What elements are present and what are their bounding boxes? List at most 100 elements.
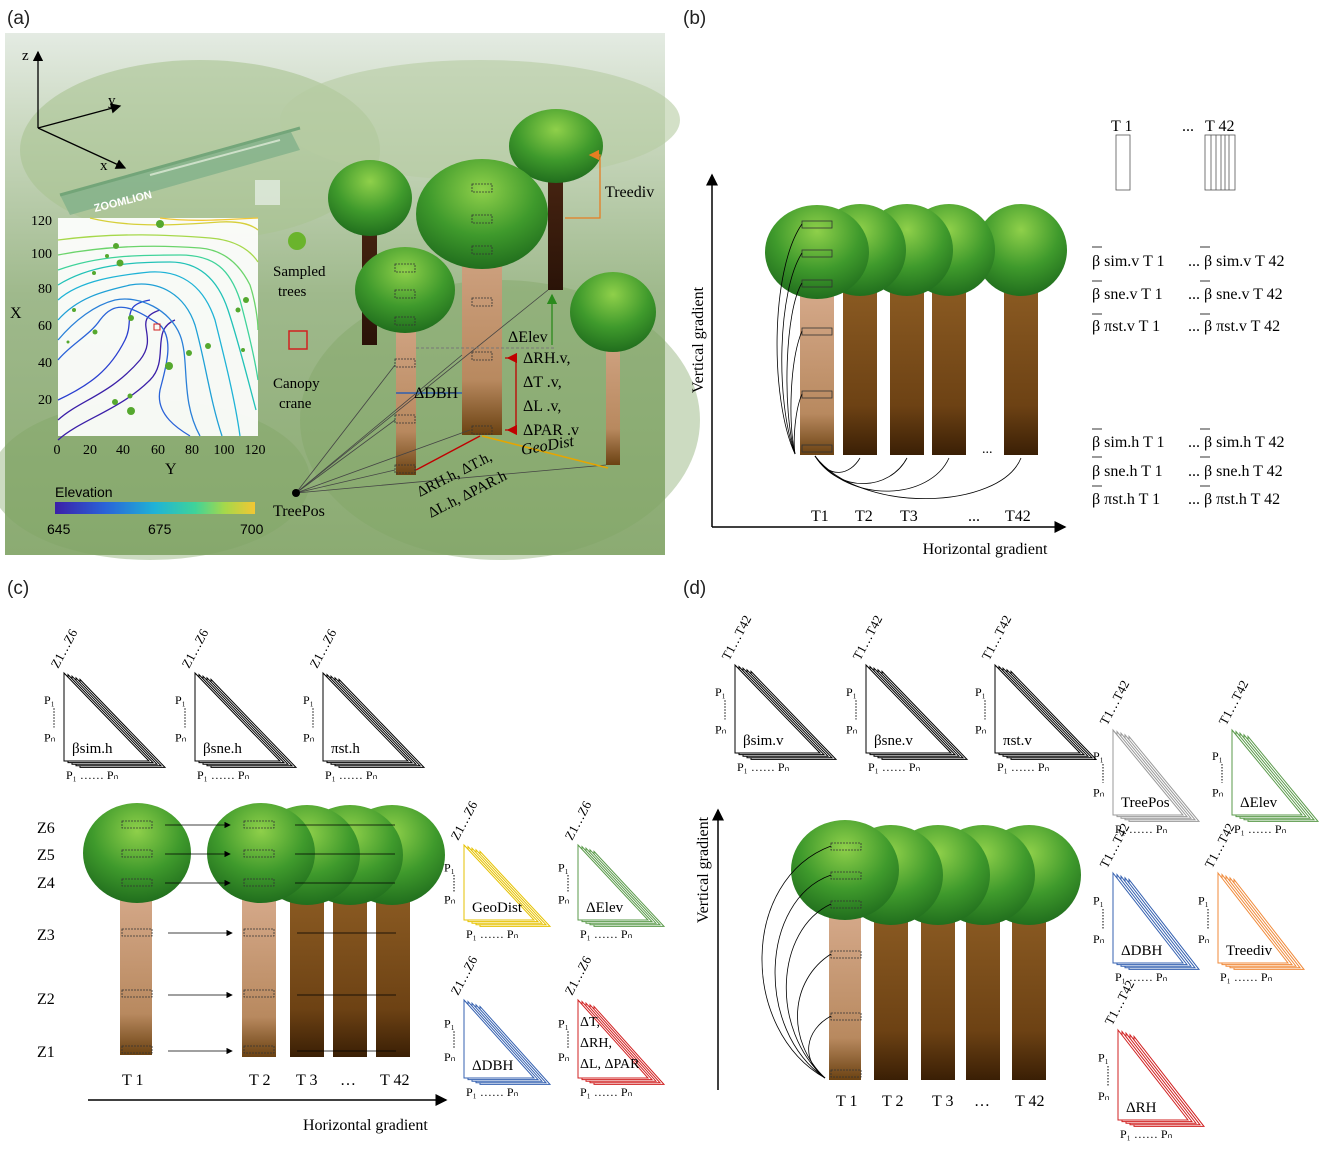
c-matrix-multi-axis-top: Z1…Z6 <box>561 953 594 997</box>
d-matrix-ddbh-p1: P₁ <box>1093 894 1104 908</box>
c-trees <box>83 803 445 1057</box>
b-label-t3: T3 <box>900 508 918 525</box>
panel-a: ZOOMLION z y x <box>0 33 700 560</box>
d-matrix-treepos-pn: Pₙ <box>1093 785 1105 799</box>
d-matrix-treepos-label: TreePos <box>1121 795 1170 811</box>
canopy-crane-marker <box>288 330 308 350</box>
b-top-t1: T 1 <box>1111 118 1132 135</box>
xyz-axes <box>32 50 127 169</box>
axis-z-label: z <box>22 48 29 64</box>
label-drh-v: ΔRH.v, <box>523 350 570 367</box>
c-matrix-multi-pbottom: P₁ …… Pₙ <box>580 1085 633 1099</box>
b-label-ellipsis: ... <box>968 508 980 525</box>
tick-y-60: 60 <box>151 443 165 458</box>
c-matrix-beta-sim-h-pn: Pₙ <box>44 731 56 745</box>
label-vertical-diffs: ΔRH.v, ΔT .v, ΔL .v, ΔPAR .v <box>523 350 579 439</box>
tick-x-120: 120 <box>31 214 52 229</box>
b-label-t1: T1 <box>811 508 829 525</box>
d-tree-labels: T 1 T 2 T 3 … T 42 <box>836 1093 1044 1110</box>
d-matrix-beta-sim-v-label: βsim.v <box>743 733 784 749</box>
c-label-t1: T 1 <box>122 1072 143 1089</box>
d-matrix-treediv-label: Treediv <box>1226 943 1273 959</box>
d-vertical-arcs <box>761 845 832 1079</box>
d-matrix-beta-sim-v-pn: Pₙ <box>715 723 727 737</box>
tree-a-right <box>570 272 656 465</box>
b-top-ellipsis: ... <box>1182 118 1194 135</box>
geodist-line <box>481 435 609 469</box>
d-matrix-treediv-pn: Pₙ <box>1198 932 1210 946</box>
tick-x-60: 60 <box>38 319 52 334</box>
d-matrix-treediv-pbottom: P₁ …… Pₙ <box>1220 970 1273 984</box>
c-label-t2: T 2 <box>249 1072 270 1089</box>
legend-sampled-line2: trees <box>278 284 306 300</box>
map-x-axis-label: X <box>10 305 22 322</box>
map-x-ticks: 120 100 80 60 40 20 <box>31 214 52 408</box>
tree-a-main <box>416 159 548 435</box>
d-matrix-delev-pbottom: P₁ …… Pₙ <box>1234 822 1287 836</box>
c-matrix-ddbh-pn: Pₙ <box>444 1050 456 1064</box>
contour-map <box>57 217 259 441</box>
c-matrix-beta-sne-h-label: βsne.h <box>203 741 242 757</box>
treepos-lines <box>295 289 607 494</box>
b-t42-tables <box>1204 134 1236 191</box>
d-matrix-beta-sne-v-p1: P₁ <box>846 685 857 699</box>
c-matrix-multi-pn: Pₙ <box>558 1050 570 1064</box>
b-vertical-axis-label: Vertical gradient <box>690 286 707 393</box>
d-label-t3: T 3 <box>932 1093 953 1110</box>
c-matrix-ddbh-axis-top: Z1…Z6 <box>447 953 480 997</box>
d-matrix-drh-pbottom: P₁ …… Pₙ <box>1120 1127 1173 1141</box>
c-matrix-delev-pn: Pₙ <box>558 893 570 907</box>
d-matrix-beta-sne-v-pn: Pₙ <box>846 723 858 737</box>
d-label-ellipsis: … <box>974 1093 990 1110</box>
b-beta-sim-h-t1: β sim.h T 1 <box>1092 434 1164 451</box>
c-label-t42: T 42 <box>380 1072 409 1089</box>
c-matrix-ddbh-label: ΔDBH <box>472 1058 513 1074</box>
b-label-t2: T2 <box>855 508 873 525</box>
panel-label-a: (a) <box>7 8 31 29</box>
c-horizontal-arrows <box>165 821 396 1055</box>
b-t1-table <box>1115 134 1131 191</box>
b-x-labels: T1 T2 T3 ... T42 <box>811 508 1031 525</box>
c-label-z3: Z3 <box>37 927 55 944</box>
c-matrix-multi-line3: ΔL, ΔPAR <box>580 1057 640 1072</box>
label-dpar-v: ΔPAR .v <box>523 422 579 439</box>
c-matrix-multi-p1: P₁ <box>558 1016 569 1030</box>
d-vertical-axis-label: Vertical gradient <box>695 816 712 923</box>
c-matrix-delev-axis-top: Z1…Z6 <box>561 798 594 842</box>
d-matrix-beta-sim-v-p1: P₁ <box>715 685 726 699</box>
label-ddbh: ΔDBH <box>414 385 459 402</box>
c-label-z2: Z2 <box>37 991 55 1008</box>
d-matrix-drh-p1: P₁ <box>1098 1051 1109 1065</box>
d-matrix-ddbh-pbottom: P₁ …… Pₙ <box>1115 970 1168 984</box>
tick-y-120: 120 <box>245 443 266 458</box>
panel-label-c: (c) <box>7 578 30 599</box>
b-beta-sne-h-t1: β sne.h T 1 <box>1092 463 1163 480</box>
elevation-min: 645 <box>47 521 71 537</box>
panel-b: Vertical gradient Horizontal gradient <box>690 118 1284 558</box>
d-trees <box>791 820 1081 1080</box>
c-matrix-beta-sne-h-p1: P₁ <box>175 693 186 707</box>
c-matrix-pst-h-pn: Pₙ <box>303 731 315 745</box>
horizontal-diff-line <box>415 435 481 471</box>
b-beta-sim-v-t42: ... β sim.v T 42 <box>1188 253 1284 270</box>
label-dt-v: ΔT .v, <box>523 374 562 391</box>
c-label-z5: Z5 <box>37 847 55 864</box>
d-matrix-beta-sne-v-pbottom: P₁ …… Pₙ <box>868 760 921 774</box>
d-matrix-pst-v-pn: Pₙ <box>975 723 987 737</box>
c-matrix-pst-h-label: πst.h <box>331 741 360 757</box>
label-delev: ΔElev <box>508 329 548 346</box>
tick-y-0: 0 <box>54 443 61 458</box>
label-treediv: Treediv <box>605 184 654 201</box>
b-label-t42: T42 <box>1005 508 1031 525</box>
b-horizontal-axis-label: Horizontal gradient <box>923 541 1048 558</box>
c-matrix-pst-h-p1: P₁ <box>303 693 314 707</box>
c-matrix-ddbh-p1: P₁ <box>444 1016 455 1030</box>
b-trees <box>765 204 1067 455</box>
